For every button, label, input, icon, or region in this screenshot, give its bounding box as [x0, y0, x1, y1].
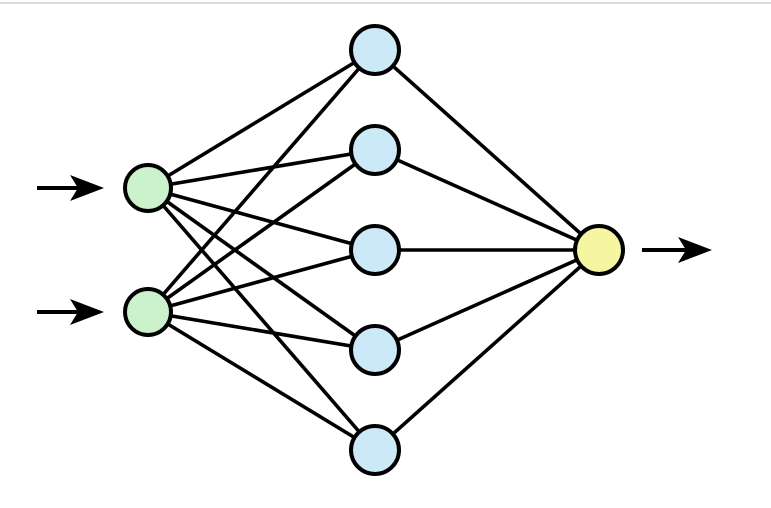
edge-input-1-to-hidden-4	[146, 186, 377, 352]
edge-input-1-to-hidden-2	[147, 148, 376, 190]
output-1-node	[573, 224, 625, 276]
input-2-node	[123, 287, 173, 337]
edge-hidden-2-to-output-1	[374, 148, 600, 252]
edge-input-1-to-hidden-1	[147, 48, 376, 190]
edge-hidden-5-to-output-1	[373, 248, 601, 452]
hidden-4-node	[349, 324, 401, 376]
input-1-node	[123, 163, 173, 213]
edge-input-2-to-hidden-1	[146, 48, 377, 314]
edge-input-2-to-hidden-4	[147, 310, 376, 352]
edge-input-2-to-hidden-5	[147, 310, 376, 452]
edge-hidden-4-to-output-1	[374, 248, 600, 352]
hidden-3-node	[349, 224, 401, 276]
top-edge-divider	[0, 2, 771, 4]
edge-input-1-to-hidden-5	[146, 186, 377, 452]
hidden-5-node	[349, 424, 401, 476]
input-arrow-2-icon	[70, 299, 104, 325]
edge-input-2-to-hidden-2	[146, 148, 377, 314]
edge-input-1-to-hidden-3	[147, 186, 376, 252]
input-arrow-1-icon	[70, 175, 104, 201]
hidden-2-node	[349, 124, 401, 176]
output-arrow-icon	[678, 237, 712, 263]
edge-hidden-1-to-output-1	[373, 48, 601, 252]
hidden-1-node	[349, 24, 401, 76]
edge-input-2-to-hidden-3	[147, 248, 376, 314]
